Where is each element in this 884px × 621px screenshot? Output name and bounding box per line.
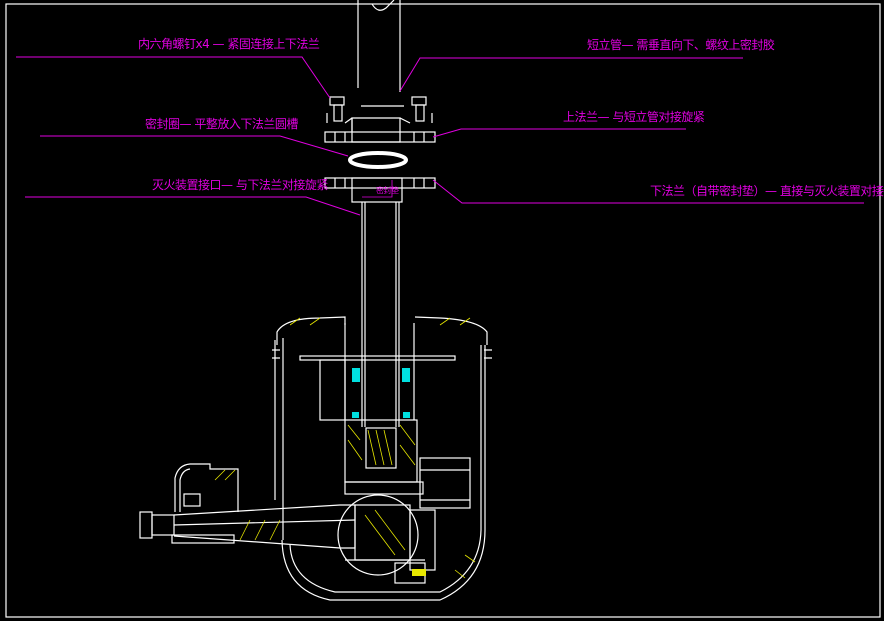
label-upper-flange: 上法兰— 与短立管对接旋紧 [563,110,705,124]
device-inlet-pipe [361,202,400,427]
upper-flange [324,96,436,143]
label-device-interface: 灭火装置接口— 与下法兰对接旋紧 [152,178,328,192]
drawing-frame [5,3,881,618]
nozzle-arm [139,463,356,549]
label-lower-flange: 下法兰（自带密封垫）— 直接与灭火装置对接旋紧 [650,184,884,198]
label-short-pipe: 短立管— 需垂直向下、螺纹上密封胶 [587,38,775,52]
label-bolts: 内六角螺钉x4 — 紧固连接上下法兰 [138,37,320,51]
section-hatching [214,317,476,579]
yellow-marker [412,569,426,576]
leader-lines [16,56,864,216]
seal-ring [348,151,408,169]
short-pipe [357,0,404,107]
lower-flange [324,177,436,203]
device-housing [272,316,492,601]
seal-elements [352,368,410,418]
label-gasket: 密封垫 [376,186,399,195]
label-seal-ring: 密封圈— 平整放入下法兰圆槽 [145,117,298,131]
